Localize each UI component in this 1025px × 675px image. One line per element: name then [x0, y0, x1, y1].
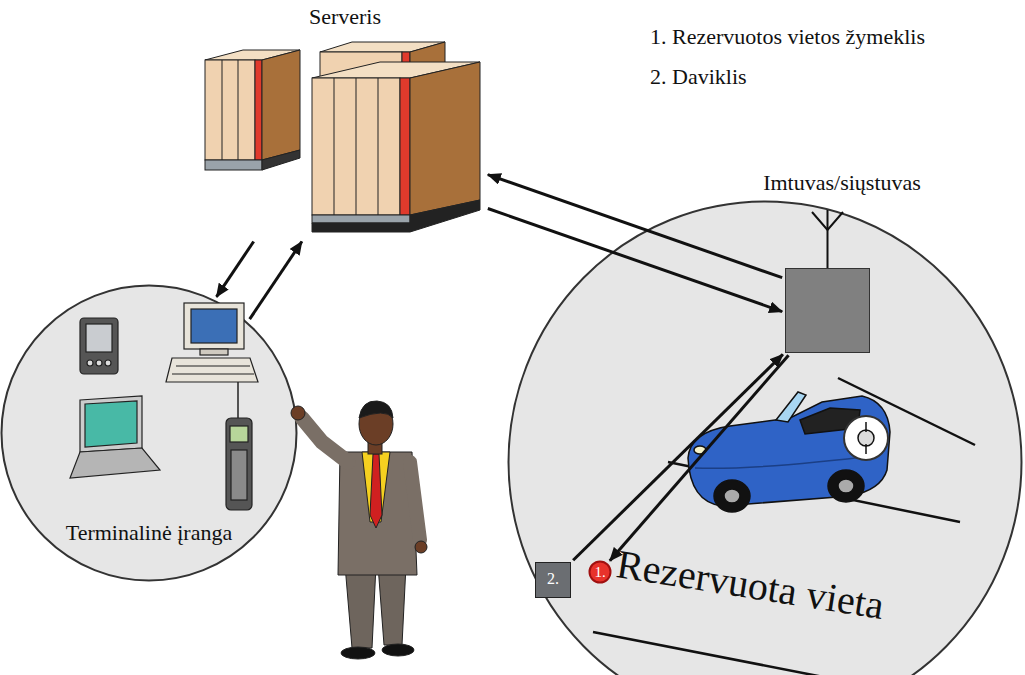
- terminal-devices-part: [230, 426, 248, 442]
- terminal-devices-part: [172, 373, 254, 374]
- arrow-connector: [610, 355, 789, 560]
- terminal-devices: [70, 303, 258, 510]
- arrow-connector: [573, 354, 783, 560]
- server-illustration-part: [356, 78, 357, 215]
- server-illustration-part: [262, 50, 300, 160]
- terminal-devices-part: [85, 401, 137, 447]
- person-figure-part: [382, 644, 414, 656]
- text-slot: 1.: [588, 563, 612, 581]
- terminal-devices-part: [176, 365, 250, 366]
- server-illustration-part: [334, 78, 335, 215]
- terminal-circle: Terminalinė įranga: [0, 284, 298, 582]
- node-text: 2.: [547, 569, 559, 588]
- antenna-symbol-part: [827, 228, 829, 268]
- person-figure-part: [291, 406, 305, 420]
- server-illustration-part: [255, 60, 262, 160]
- text-slot: 2.: [535, 569, 571, 588]
- car-illustration-part: [844, 416, 888, 460]
- arrow-connector: [216, 241, 253, 296]
- node-text: Imtuvas/siųstuvas: [763, 170, 921, 196]
- car-illustration: [688, 392, 890, 512]
- legend-label: 2. Daviklis: [650, 64, 747, 90]
- arrow-connector: [488, 208, 782, 311]
- terminal-devices-part: [96, 360, 102, 366]
- sensor-box: 2.: [535, 562, 571, 598]
- antenna-symbol-part: [827, 210, 829, 230]
- server-illustration-part: [312, 215, 410, 223]
- terminal-devices-part: [87, 360, 93, 366]
- terminal-devices-part: [70, 448, 160, 478]
- server-illustration: [205, 42, 480, 232]
- transceiver-box: Imtuvas/siųstuvas: [747, 170, 937, 355]
- car-illustration-part: [776, 392, 806, 422]
- node-text: 1.: [594, 563, 605, 581]
- terminal-devices-part: [200, 349, 228, 355]
- server-illustration-part: [400, 78, 410, 215]
- person-figure-part: [341, 647, 375, 659]
- legend-slot: 2. Daviklis: [650, 64, 747, 90]
- server-illustration-part: [238, 60, 239, 160]
- person-figure-part: [359, 401, 393, 418]
- car-illustration-part: [695, 455, 880, 468]
- car-illustration-part: [694, 446, 706, 454]
- server-illustration-part: [205, 60, 255, 160]
- person-figure: [291, 401, 427, 659]
- person-figure-part: [415, 541, 427, 553]
- arrow-connector: [488, 175, 782, 278]
- text-slot: Serveris: [205, 4, 485, 30]
- person-figure-part: [378, 565, 406, 645]
- text-slot: Rezervuota vieta: [617, 540, 887, 588]
- server-illustration-part: [410, 62, 480, 215]
- terminal-devices-part: [80, 396, 142, 452]
- server-illustration-part: [262, 150, 300, 170]
- terminal-devices-part: [226, 418, 252, 510]
- transceiver-box-outline: [785, 268, 870, 353]
- car-illustration-part: [858, 430, 874, 446]
- node-text: Terminalinė įranga: [66, 520, 232, 546]
- server-illustration-part: [410, 200, 480, 232]
- person-figure-part: [302, 418, 348, 462]
- terminal-devices-part: [166, 358, 258, 382]
- car-illustration-part: [865, 444, 867, 454]
- terminal-devices-part: [231, 450, 247, 500]
- legend-slot: 1. Rezervuotos vietos žymeklis: [650, 24, 925, 50]
- parking-circle-ellipse: [509, 202, 1022, 675]
- terminal-devices-part: [191, 309, 237, 343]
- server-illustration-part: [378, 78, 379, 215]
- marker-dot-ellipse: [590, 562, 611, 583]
- terminal-devices-part: [86, 324, 112, 352]
- person-figure-part: [370, 454, 382, 528]
- arrow-connector: [250, 241, 302, 319]
- car-illustration-part: [724, 489, 740, 503]
- parking-lines: [593, 378, 975, 675]
- person-figure-part: [410, 462, 420, 540]
- node-text: Serveris: [309, 4, 381, 30]
- server-illustration-part: [222, 60, 223, 160]
- car-illustration-part: [828, 470, 864, 502]
- car-illustration-part: [714, 480, 750, 512]
- legend-label: 1. Rezervuotos vietos žymeklis: [650, 24, 925, 50]
- antenna-symbol: [812, 210, 843, 268]
- server-illustration-part: [312, 223, 410, 232]
- terminal-devices-part: [184, 303, 244, 349]
- text-slot: Imtuvas/siųstuvas: [747, 170, 937, 196]
- terminal-circle-ellipse: [2, 286, 297, 581]
- server-illustration-part: [205, 160, 262, 170]
- text-slot: Terminalinė įranga: [0, 520, 298, 546]
- terminal-devices-part: [237, 382, 239, 418]
- car-illustration-part: [838, 479, 854, 493]
- person-figure-part: [345, 565, 376, 648]
- terminal-devices-part: [105, 360, 111, 366]
- parking-lines-part: [593, 632, 890, 675]
- terminal-devices-part: [80, 318, 118, 374]
- marker-dot: 1.: [588, 560, 612, 584]
- server-illustration-part: [312, 78, 400, 215]
- car-illustration-part: [865, 422, 867, 432]
